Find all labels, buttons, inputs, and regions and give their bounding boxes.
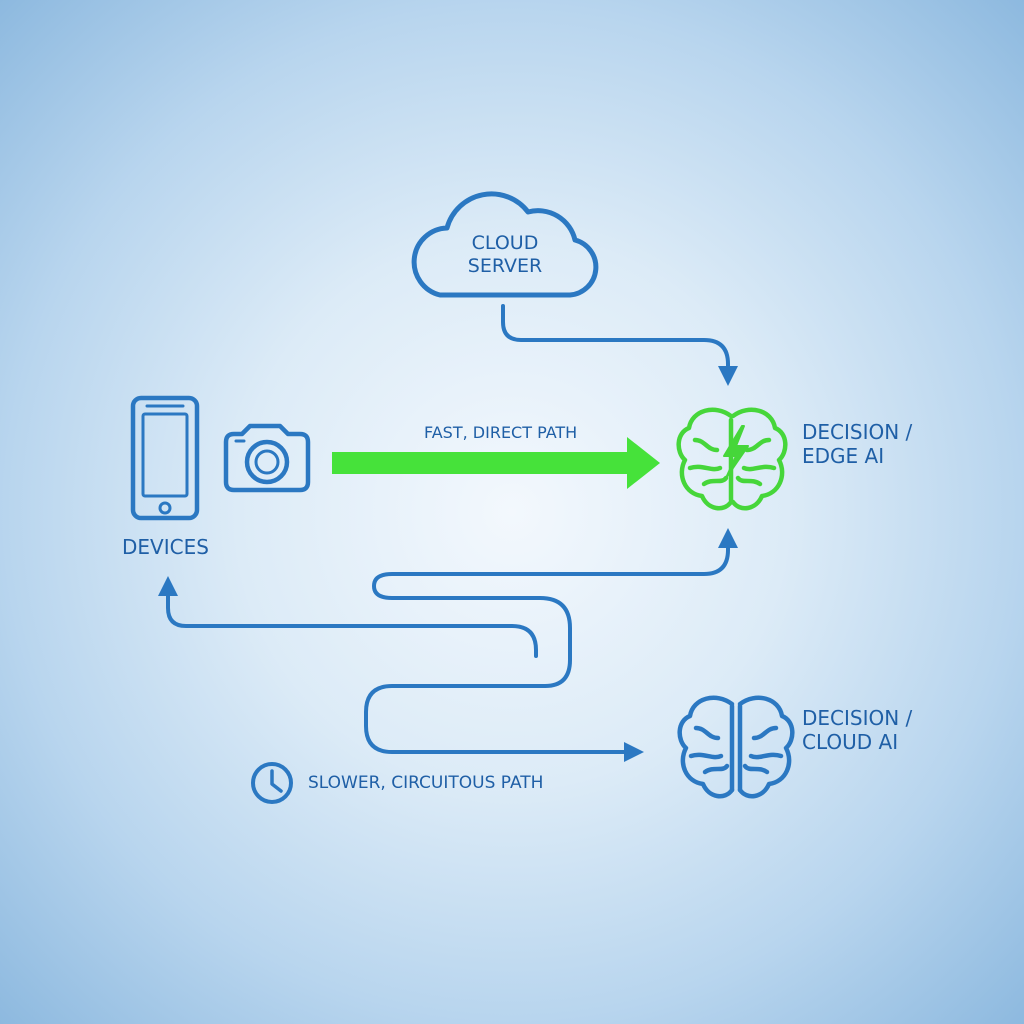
camera-icon	[223, 423, 311, 493]
cloud-to-edge-arrow	[501, 304, 738, 386]
edge-ai-label-line1: DECISION /	[802, 420, 913, 444]
slow-path-upper-route	[158, 576, 538, 658]
edge-ai-label: DECISION / EDGE AI	[802, 420, 912, 468]
slow-path-to-cloud-ai-route	[364, 684, 644, 762]
cloud-server-label: CLOUD SERVER	[455, 232, 555, 278]
cloud-ai-label-line1: DECISION /	[802, 706, 913, 730]
cloud-ai-label-line2: CLOUD AI	[802, 730, 899, 754]
cloud-ai-label: DECISION / CLOUD AI	[802, 706, 912, 754]
cloud-server-label-line1: CLOUD	[471, 232, 539, 254]
smartphone-icon	[130, 395, 200, 521]
fast-path-label: FAST, DIRECT PATH	[424, 423, 578, 442]
edge-ai-label-line2: EDGE AI	[802, 444, 885, 468]
slow-path-label: SLOWER, CIRCUITOUS PATH	[308, 773, 544, 793]
fast-path-arrow	[332, 437, 660, 489]
clock-icon	[251, 762, 293, 804]
cloud-icon	[411, 191, 599, 298]
brain-lightning-icon	[676, 407, 788, 511]
cloud-server-label-line2: SERVER	[467, 254, 543, 277]
slow-path-to-edge-route	[371, 528, 738, 688]
brain-icon	[677, 695, 795, 799]
devices-label: DEVICES	[122, 535, 209, 559]
